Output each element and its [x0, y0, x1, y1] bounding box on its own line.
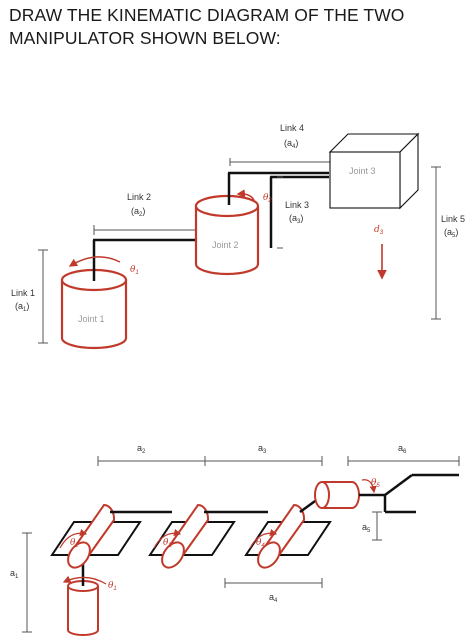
link1-dimension — [38, 249, 48, 344]
theta4-arrow-bottom — [249, 529, 278, 549]
a5-dimension — [372, 511, 382, 541]
joint3-horizontal-cylinder — [161, 503, 210, 569]
joint2-label: Joint 2 — [212, 240, 239, 250]
svg-text:d3: d3 — [374, 225, 384, 236]
link2-label: Link 2 — [127, 192, 151, 202]
svg-text:(a5): (a5) — [444, 227, 458, 239]
link5-dimension — [431, 166, 441, 320]
a1-dimension — [22, 532, 32, 633]
a4-dimension — [224, 578, 323, 588]
top-dimensions — [97, 456, 460, 466]
joint2-cylinder — [194, 194, 260, 276]
link4-dimension — [229, 158, 330, 166]
joint3-box — [328, 132, 420, 210]
joint3-label: Joint 3 — [349, 166, 376, 176]
svg-text:(a2): (a2) — [131, 206, 145, 218]
joint2-horizontal-cylinder — [67, 503, 116, 569]
link2-dimension — [93, 225, 200, 235]
link5-label: Link 5 — [441, 214, 465, 224]
joint-planes — [50, 521, 332, 556]
theta3-arrow-bottom — [153, 529, 182, 549]
svg-text:θ2: θ2 — [263, 193, 272, 204]
svg-text:θ2: θ2 — [70, 538, 79, 549]
svg-text:θ1: θ1 — [108, 581, 117, 592]
link3-dimension — [277, 176, 283, 249]
svg-text:θ4: θ4 — [256, 538, 265, 549]
svg-text:a3: a3 — [258, 443, 267, 455]
title-line-2: MANIPULATOR SHOWN BELOW: — [9, 28, 281, 48]
theta2-arrow — [236, 189, 255, 201]
svg-text:a1: a1 — [10, 568, 19, 580]
end-effector — [359, 473, 459, 514]
top-diagram: Link 1 (a1) Joint 1 Link 2 (a2) θ1 Joint… — [11, 123, 465, 350]
svg-text:θ3: θ3 — [163, 538, 172, 549]
theta5-arrow-bottom — [361, 479, 377, 494]
theta1-arrow — [68, 256, 121, 267]
svg-text:a2: a2 — [137, 443, 146, 455]
svg-text:θ1: θ1 — [130, 265, 139, 276]
base-cylinder — [67, 580, 99, 636]
link3-label: Link 3 — [285, 200, 309, 210]
svg-text:(a4): (a4) — [284, 138, 298, 150]
svg-text:(a1): (a1) — [15, 301, 29, 313]
title-line-1: DRAW THE KINEMATIC DIAGRAM OF THE TWO — [9, 5, 405, 25]
joint5-cylinder — [314, 481, 360, 509]
question-title: DRAW THE KINEMATIC DIAGRAM OF THE TWO MA… — [9, 4, 469, 50]
joint1-cylinder — [60, 268, 128, 350]
svg-text:a4: a4 — [269, 592, 278, 604]
svg-text:(a3): (a3) — [289, 213, 303, 225]
svg-text:θ5: θ5 — [371, 478, 380, 489]
svg-text:a5: a5 — [362, 522, 371, 534]
joint1-label: Joint 1 — [78, 314, 105, 324]
svg-text:a6: a6 — [398, 443, 407, 455]
joint4-horizontal-cylinder — [257, 503, 306, 569]
bottom-diagram: a2 a3 a6 a1 a4 a5 θ1 — [10, 443, 460, 636]
theta1-arrow-bottom — [62, 575, 107, 585]
link1-label: Link 1 — [11, 288, 35, 298]
theta2-arrow-bottom — [59, 529, 88, 549]
link4-label: Link 4 — [280, 123, 304, 133]
